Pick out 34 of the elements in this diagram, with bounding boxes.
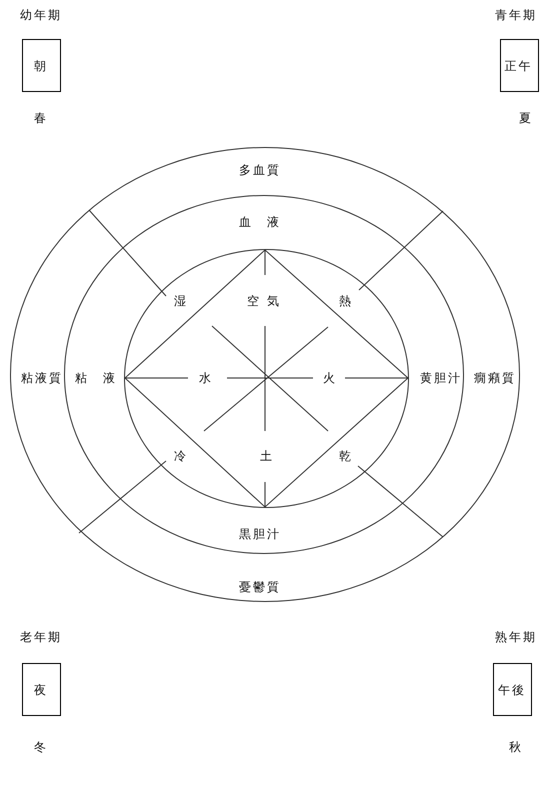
age-period-heading: 青年期: [495, 8, 537, 22]
season-label: 冬: [34, 740, 48, 754]
element-label: 空 気: [247, 294, 281, 308]
quality-label: 乾: [339, 449, 353, 463]
age-period-heading: 幼年期: [20, 8, 62, 22]
time-box: [500, 39, 539, 92]
time-of-day-label: 夜: [34, 682, 48, 696]
age-period-heading: 熟年期: [495, 630, 537, 644]
temperament-label: 多血質: [239, 163, 281, 177]
season-label: 秋: [509, 740, 523, 754]
time-of-day-label: 朝: [34, 58, 48, 72]
time-box: [22, 39, 61, 92]
element-label: 土: [260, 449, 274, 463]
quality-label: 冷: [174, 449, 188, 463]
outer-ellipse: [10, 147, 520, 602]
element-label: 火: [323, 371, 337, 385]
age-period-heading: 老年期: [20, 630, 62, 644]
quality-label: 熱: [339, 294, 353, 308]
element-label: 水: [199, 371, 213, 385]
time-box: [493, 663, 532, 716]
humor-label: 血 液: [239, 215, 281, 229]
humor-label: 黄胆汁: [420, 371, 462, 385]
season-label: 夏: [519, 111, 533, 125]
time-box: [22, 663, 61, 716]
time-of-day-label: 正午: [504, 58, 532, 72]
temperament-label: 憂鬱質: [239, 580, 281, 594]
time-of-day-label: 午後: [498, 682, 526, 696]
quality-label: 湿: [174, 294, 188, 308]
season-label: 春: [34, 111, 48, 125]
temperament-label: 癇癪質: [474, 371, 516, 385]
humor-label: 粘 液: [75, 371, 117, 385]
humor-label: 黒胆汁: [239, 527, 281, 541]
middle-ellipse: [64, 195, 464, 554]
temperament-label: 粘液質: [21, 371, 63, 385]
